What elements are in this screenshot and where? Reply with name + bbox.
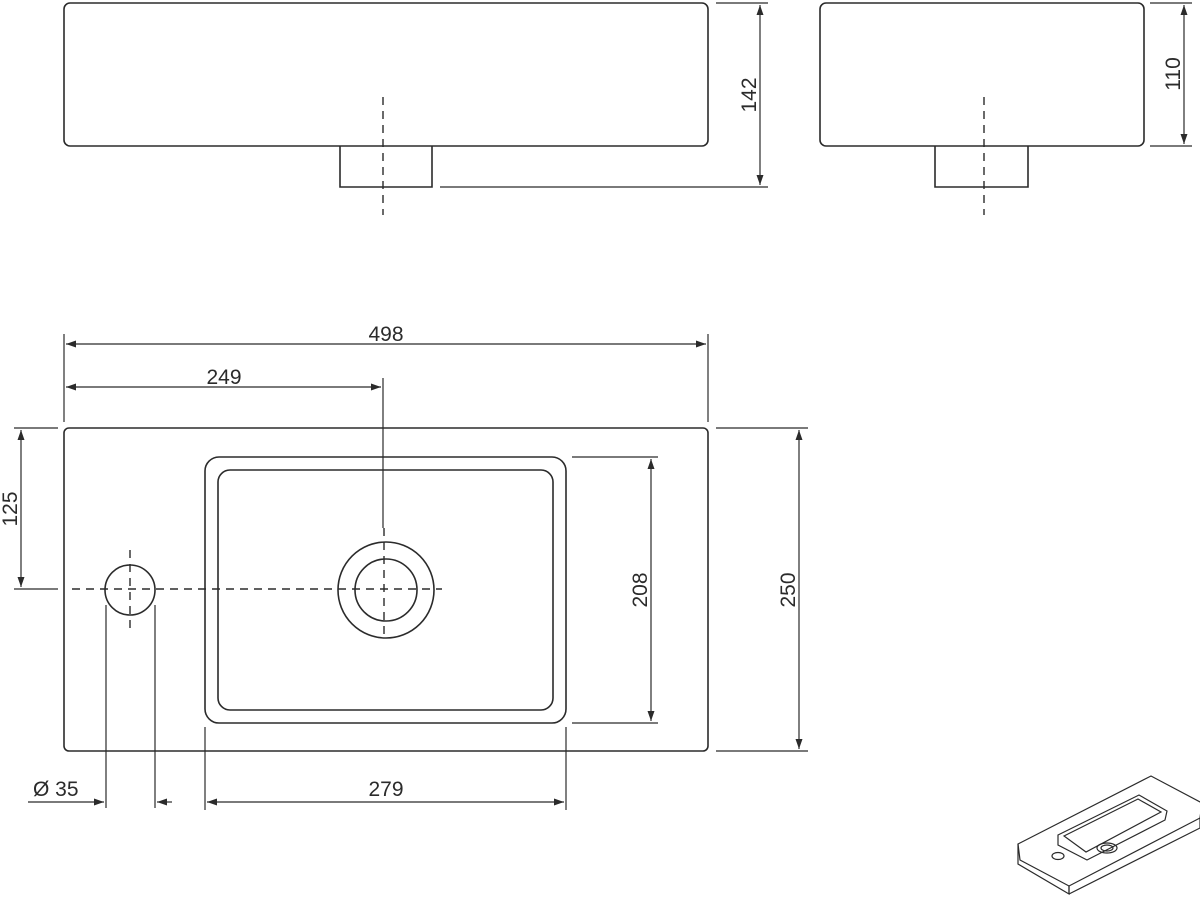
side-view-body — [819, 2, 1145, 147]
front-view: 142 — [63, 2, 768, 215]
front-view-drain-spout — [339, 146, 433, 188]
drain-inner-ring — [354, 558, 418, 622]
drain-offset-label: 249 — [206, 366, 241, 389]
tap-depth-dimension: 125 — [0, 427, 58, 590]
drain-offset-dimension: 249 — [66, 366, 384, 528]
basin-width-label: 279 — [368, 778, 403, 801]
basin-depth-dimension: 208 — [572, 456, 658, 724]
side-view-drain-spout — [934, 146, 1029, 188]
basin-inner-bowl — [217, 469, 554, 711]
drain-outer-ring — [337, 541, 435, 639]
front-height-label: 142 — [738, 77, 761, 112]
overall-width-dimension: 498 — [63, 323, 709, 422]
side-height-label: 110 — [1162, 57, 1185, 90]
overall-depth-label: 250 — [777, 572, 800, 607]
tap-hole-label: Ø 35 — [33, 778, 79, 801]
top-view — [63, 427, 709, 752]
isometric-preview — [1017, 775, 1200, 896]
tap-hole-dimension: Ø 35 — [28, 605, 172, 808]
basin-width-dimension: 279 — [204, 727, 567, 810]
overall-depth-dimension: 250 — [716, 427, 808, 752]
overall-width-label: 498 — [368, 323, 403, 346]
side-view: 110 — [819, 2, 1192, 215]
front-view-body — [63, 2, 709, 147]
tap-depth-label: 125 — [0, 491, 22, 526]
top-view-body — [63, 427, 709, 752]
basin-depth-label: 208 — [629, 572, 652, 607]
basin-outer-rim — [204, 456, 567, 724]
